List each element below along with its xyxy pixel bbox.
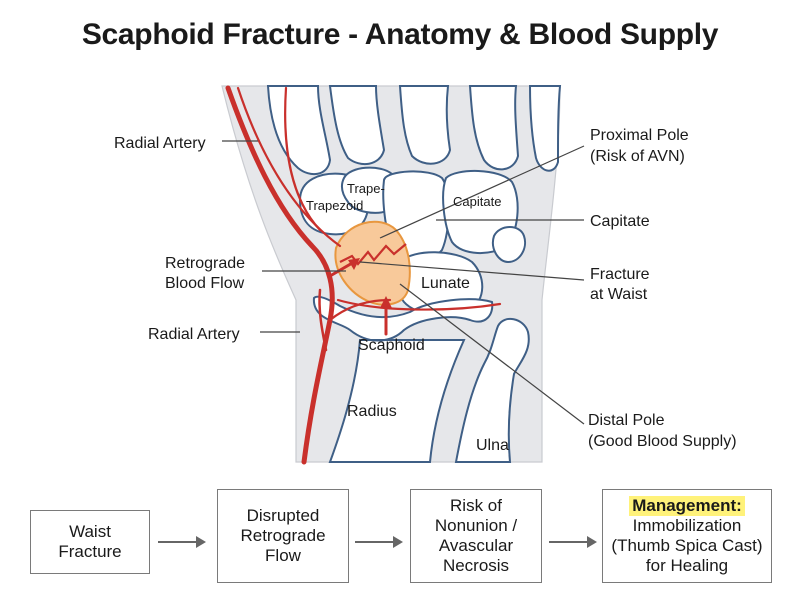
leader-lines — [222, 140, 585, 425]
fracture-label-line1: Fracture — [590, 266, 650, 283]
flow-arrow-3 — [549, 536, 597, 548]
flow-step-waist-fracture: Waist Fracture — [30, 510, 150, 574]
distal-pole-label-line1: Distal Pole — [588, 412, 665, 429]
flow-step-disrupted-flow: Disrupted Retrograde Flow — [217, 489, 349, 583]
flow-step-1-line-1: Waist — [69, 522, 111, 541]
page-title: Scaphoid Fracture - Anatomy & Blood Supp… — [81, 18, 719, 51]
trapezoid-label: Trapezoid — [306, 198, 363, 213]
flow-step-risk-nonunion: Risk of Nonunion / Avascular Necrosis — [410, 489, 542, 583]
fracture-label-line2: at Waist — [590, 286, 648, 303]
flow-step-management: Management: Immobilization (Thumb Spica … — [602, 489, 772, 583]
lunate-label: Lunate — [421, 275, 470, 292]
distal-pole-label-line2: (Good Blood Supply) — [588, 433, 737, 450]
management-highlight: Management: — [629, 496, 745, 516]
proximal-pole-label-line1: Proximal Pole — [590, 127, 689, 144]
flow-step-4-line-3: for Healing — [645, 556, 729, 575]
flow-step-3-line-1: Risk of — [450, 496, 502, 515]
flow-arrow-1 — [158, 536, 206, 548]
forearm-bones — [312, 295, 530, 463]
scaphoid-label: Scaphoid — [358, 337, 425, 354]
pisiform-bone — [492, 226, 526, 264]
metacarpal-bones — [266, 85, 562, 176]
capitate-bone-label: Capitate — [453, 194, 501, 209]
retrograde-arrowhead-upper — [348, 258, 360, 270]
flow-step-2-line-1: Disrupted — [246, 506, 320, 525]
radius-label: Radius — [347, 403, 397, 420]
flow-step-3-line-2: Nonunion / — [434, 516, 518, 535]
ulna-label: Ulna — [476, 437, 509, 454]
flow-step-2-line-2: Retrograde — [240, 526, 326, 545]
radial-artery-top-label: Radial Artery — [114, 135, 206, 152]
fracture-line — [339, 243, 407, 266]
flow-step-3-line-3: Avascular — [438, 536, 514, 555]
proximal-pole-label-line2: (Risk of AVN) — [590, 148, 685, 165]
radius-bone — [312, 295, 494, 463]
flow-step-3-line-4: Necrosis — [442, 556, 510, 575]
retrograde-arrowhead-lower — [380, 296, 392, 308]
flow-step-2-line-3: Flow — [265, 546, 301, 565]
flow-step-4-line-2: (Thumb Spica Cast) — [611, 536, 763, 555]
flow-step-4-line-1: Immobilization — [632, 516, 742, 535]
retrograde-label-line2: Blood Flow — [165, 275, 245, 292]
flow-arrow-2 — [355, 536, 403, 548]
retrograde-label-line1: Retrograde — [165, 255, 245, 272]
trapezium-label: Trape- — [347, 181, 385, 196]
flow-step-1-line-2: Fracture — [58, 542, 122, 561]
ulna-bone — [454, 317, 530, 463]
capitate-callout-label: Capitate — [590, 213, 650, 230]
radial-artery-bottom-label: Radial Artery — [148, 326, 240, 343]
